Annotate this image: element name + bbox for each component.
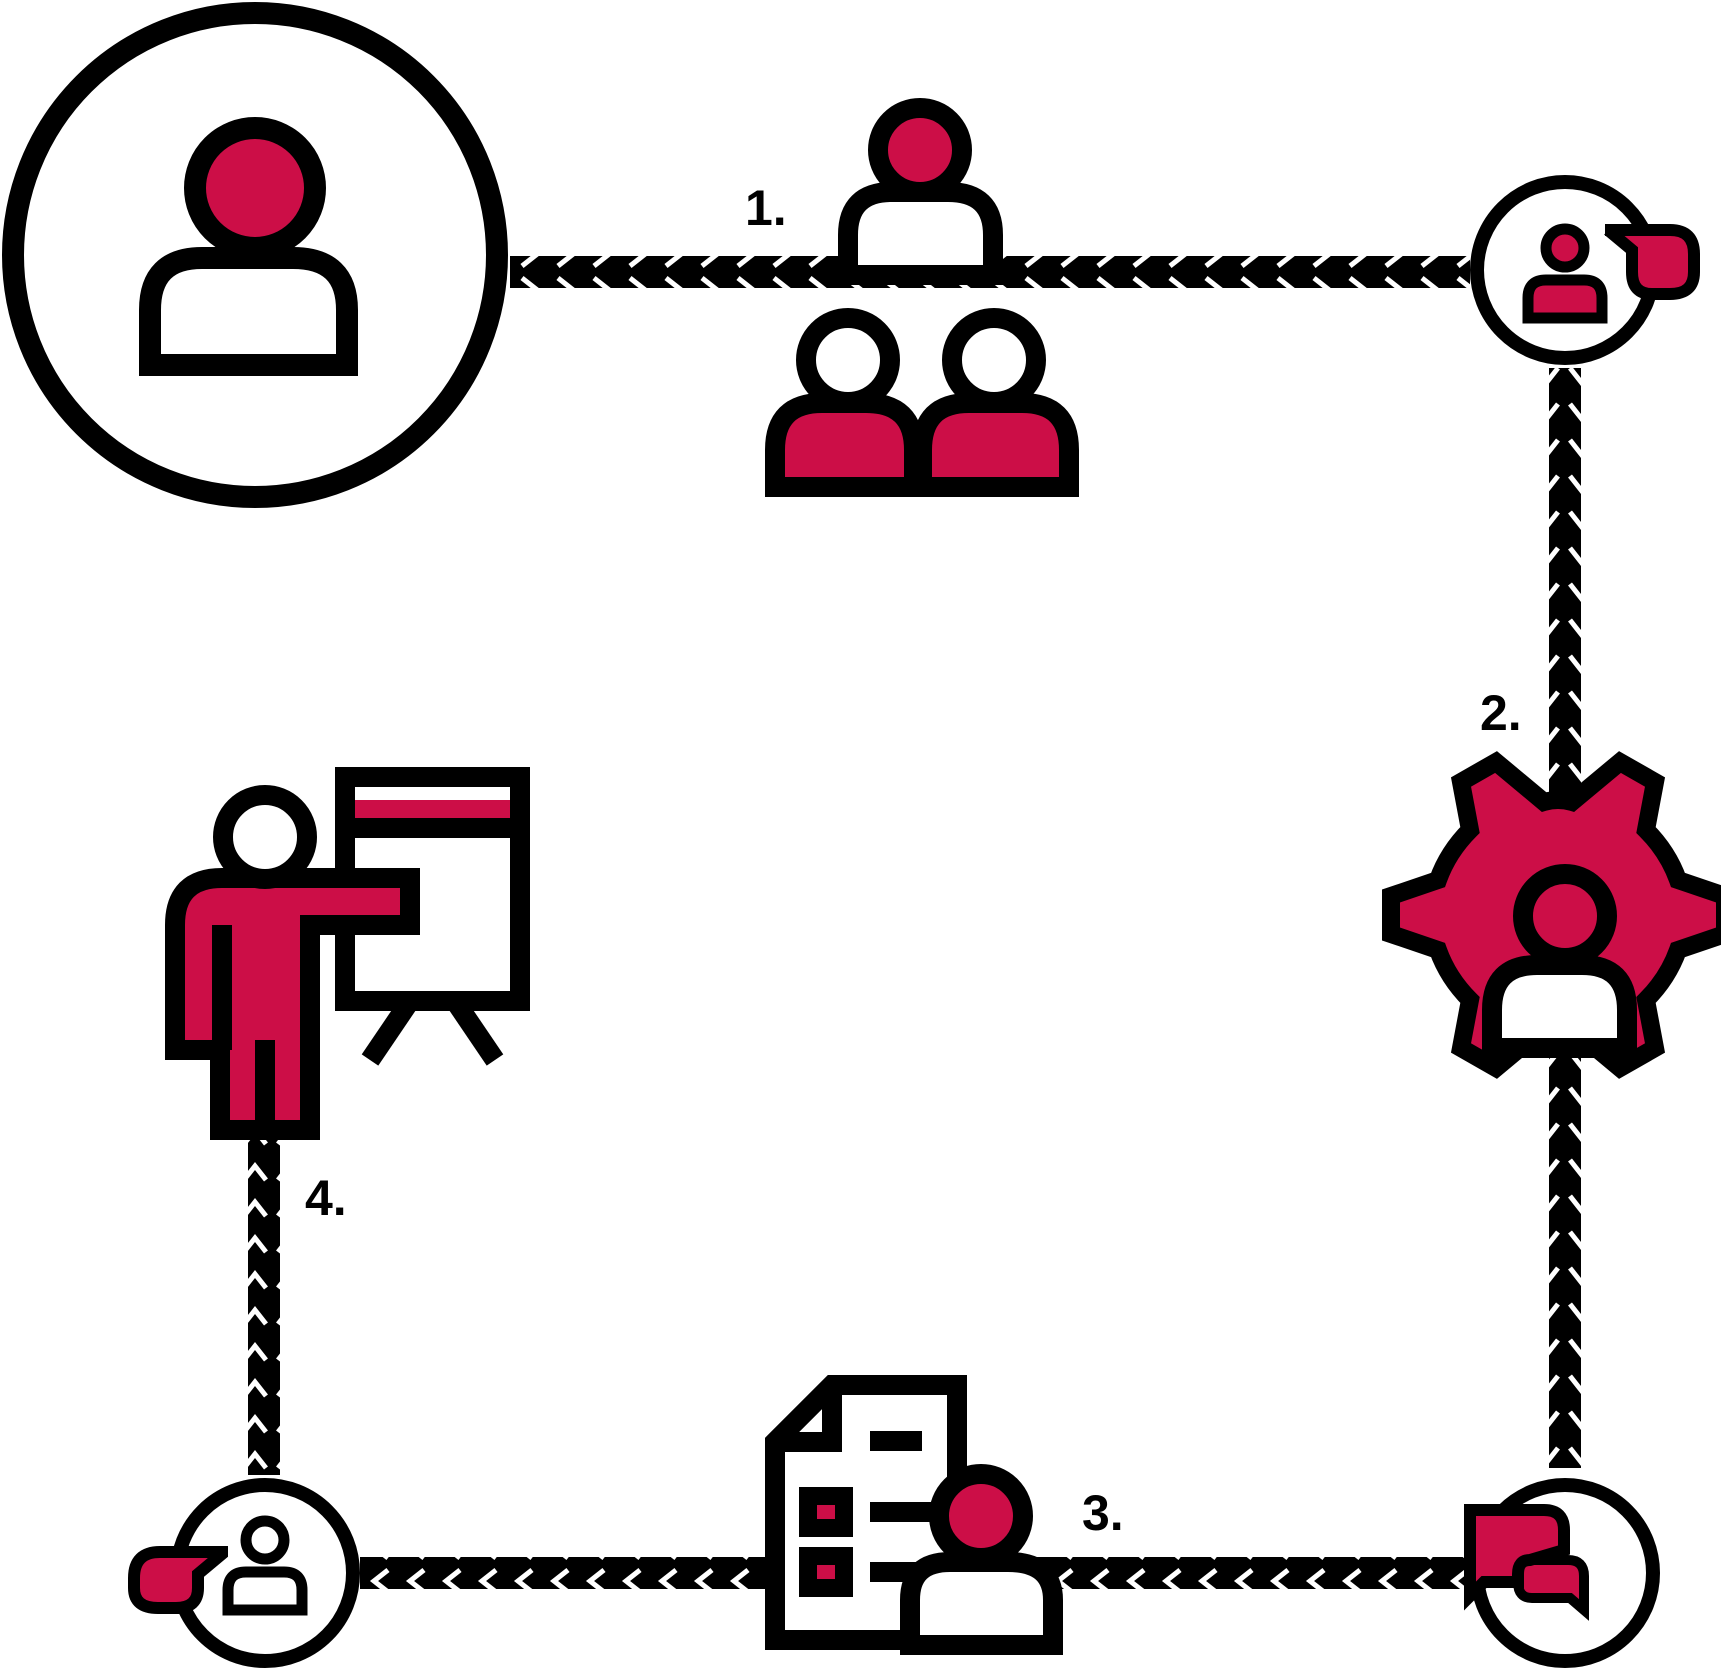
chat-bubbles-icon [1464,1478,1660,1668]
presenter-board-icon [165,767,530,1140]
step-label-3: 3. [1082,1485,1124,1541]
step-label-4: 4. [305,1170,347,1226]
connector-left [248,1135,280,1475]
user-chat-icon [1470,175,1700,365]
user-chat-icon [128,1478,360,1668]
step-label-1: 1. [745,180,787,236]
group-meeting-icon [765,98,1079,497]
user-icon [2,2,508,508]
step-label-2: 2. [1480,685,1522,741]
user-gear-icon [1382,751,1721,1079]
document-user-icon [765,1375,1063,1655]
